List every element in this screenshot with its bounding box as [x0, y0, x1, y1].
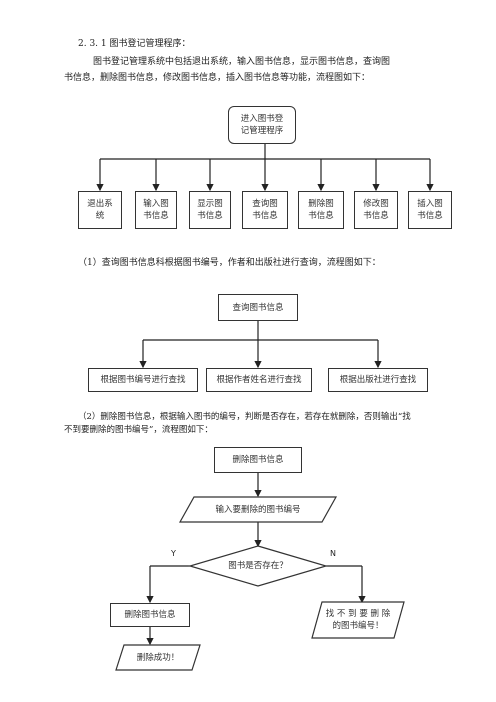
chart3-input-label: 输入要删除的图书编号 — [215, 504, 301, 515]
chart1-node-input: 输入图书信息 — [135, 191, 177, 229]
chart3-success-output: 删除成功！ — [136, 652, 180, 663]
chart2-node-by-author: 根据作者姓名进行查找 — [206, 368, 312, 392]
paragraph-query-desc: （1）查询图书信息科根据图书编号，作者和出版社进行查询，流程图如下： — [78, 258, 381, 268]
chart2-node-by-publisher: 根据出版社进行查找 — [328, 368, 428, 392]
chart2-node-by-id: 根据图书编号进行查找 — [88, 368, 198, 392]
chart3-delete-action: 删除图书信息 — [110, 603, 190, 627]
chart1-root-line1: 进入图书登 — [240, 114, 284, 124]
chart1-node-query: 查询图书信息 — [242, 191, 288, 229]
node-line: 书信息 — [143, 211, 169, 221]
node-line: 修改图 — [363, 199, 389, 209]
chart3-yes-label: Y — [171, 549, 176, 558]
chart3-start-node: 删除图书信息 — [214, 447, 302, 473]
node-line: 书信息 — [197, 211, 223, 221]
intro-line-2: 书信息，删除图书信息，修改图书信息，插入图书信息等功能，流程图如下： — [64, 73, 371, 83]
section-heading: 2. 3. 1 图书登记管理程序： — [78, 39, 191, 49]
node-line: 查询图 — [252, 199, 278, 209]
chart1-root-node: 进入图书登 记管理程序 — [228, 106, 296, 144]
chart1-root-line2: 记管理程序 — [240, 126, 284, 136]
chart3-not-found-output: 找 不 到 要 删 除 的图书编号！ — [316, 602, 400, 638]
not-found-line1: 找 不 到 要 删 除 — [325, 609, 391, 619]
paragraph-delete-desc-2: 不到要删除的图书编号”，流程图如下： — [64, 425, 213, 435]
intro-line-1: 图书登记管理系统中包括退出系统，输入图书信息，显示图书信息，查询图 — [93, 57, 391, 67]
chart1-node-insert: 插入图书信息 — [408, 191, 452, 229]
not-found-line2: 的图书编号！ — [332, 621, 384, 631]
chart2-root-node: 查询图书信息 — [218, 294, 298, 321]
node-line: 书信息 — [363, 211, 389, 221]
node-line: 删除图 — [308, 199, 334, 209]
chart3-decision-label: 图书是否存在？ — [228, 561, 288, 571]
chart1-node-display: 显示图书信息 — [189, 191, 231, 229]
node-line: 退出系 — [87, 199, 113, 209]
chart1-node-exit: 退出系统 — [78, 191, 122, 229]
chart1-node-delete: 删除图书信息 — [298, 191, 344, 229]
node-line: 输入图 — [143, 199, 169, 209]
chart3-no-label: N — [330, 549, 336, 558]
node-line: 书信息 — [417, 211, 443, 221]
paragraph-delete-desc-1: （2）删除图书信息，根据输入图书的编号，判断是否存在，若存在就删除，否则输出“找 — [78, 412, 411, 422]
node-line: 统 — [95, 211, 105, 221]
node-line: 插入图 — [417, 199, 443, 209]
node-line: 书信息 — [308, 211, 334, 221]
node-line: 显示图 — [197, 199, 223, 209]
node-line: 书信息 — [252, 211, 278, 221]
chart1-node-modify: 修改图书信息 — [354, 191, 398, 229]
